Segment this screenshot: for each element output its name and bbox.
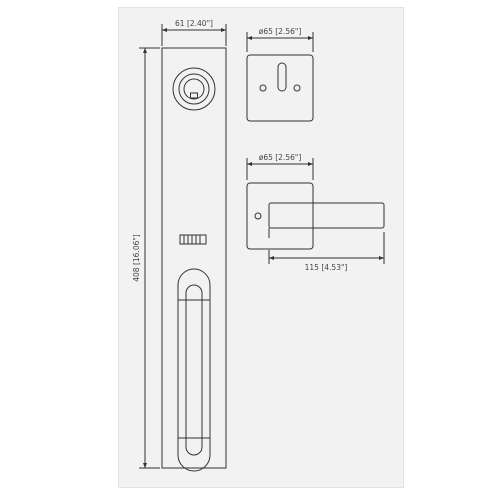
faceplate-width-dimension [161,24,227,46]
drawing-panel [118,7,404,488]
lever [268,202,385,238]
deadbolt-rose-diameter-label: ø65 [2.56"] [259,27,302,36]
deadbolt-cylinder [172,67,216,111]
lever-length-dimension [268,232,385,264]
left-margin [0,0,118,500]
grip-handle [177,268,211,472]
lever-length-label: 115 [4.53"] [305,263,348,272]
deadbolt-rose [246,54,314,122]
faceplate-width-label: 61 [2.40"] [175,19,213,28]
thumb-trigger [179,234,207,245]
deadbolt-rose-dimension [246,32,314,52]
lever-rose-diameter-label: ø65 [2.56"] [259,153,302,162]
lever-rose-dimension [246,158,314,180]
faceplate-outline [161,47,227,469]
lever-rose [246,182,314,250]
overall-height-dimension [139,47,160,469]
overall-height-label: 408 [16.06"] [132,234,141,282]
